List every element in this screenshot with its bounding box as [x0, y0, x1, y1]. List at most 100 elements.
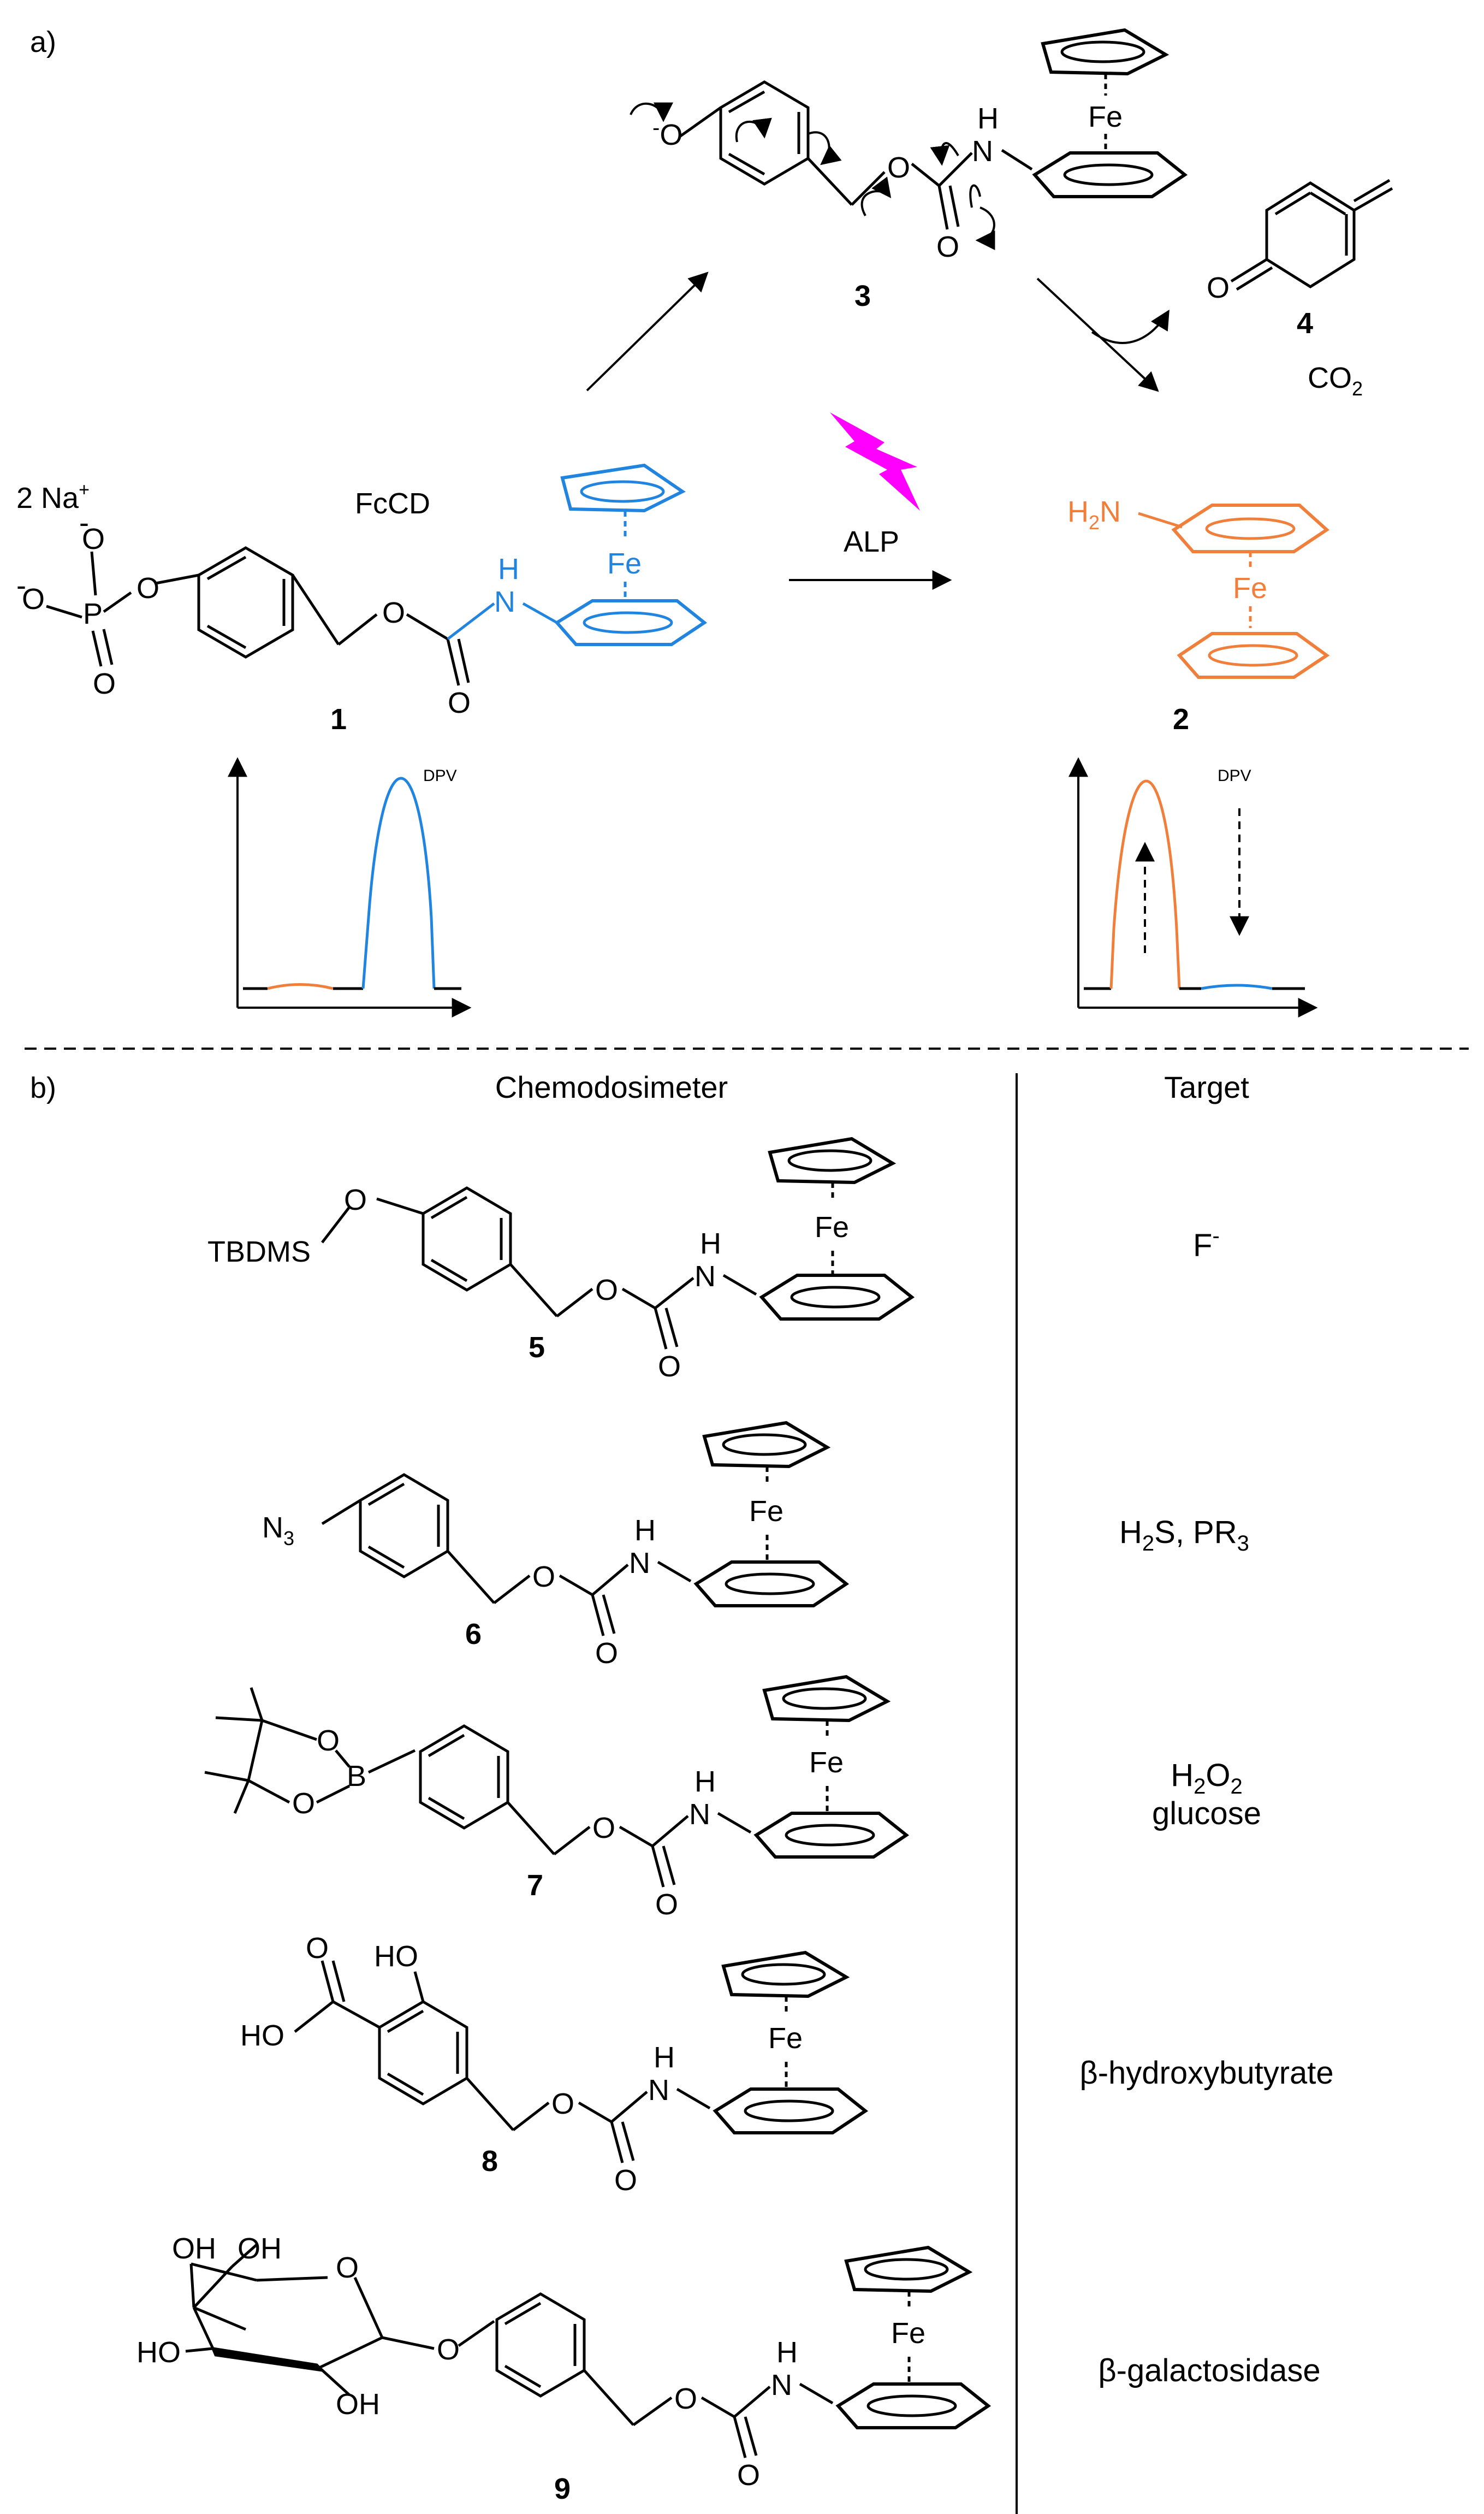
c5-tbdms: TBDMS: [207, 1235, 311, 1268]
c1-o-bottom: O: [93, 667, 116, 700]
c7-fe: Fe: [809, 1746, 844, 1779]
c8-o-carbamate: O: [551, 2087, 574, 2120]
compound-9: [185, 2244, 834, 2458]
dpv-plot-right: [1069, 757, 1318, 1018]
c1-o-top: O: [82, 523, 105, 555]
c7-b: B: [347, 1760, 366, 1793]
c9-oh-1: OH: [172, 2232, 216, 2265]
compound-number-7: 7: [527, 1869, 543, 1902]
compound-number-4: 4: [1297, 307, 1313, 340]
c7-o-bottom: O: [292, 1787, 315, 1820]
ferrocene-c1: [554, 463, 708, 646]
c8-fe: Fe: [768, 2022, 803, 2055]
target-7-line1: H2O2: [1171, 1758, 1243, 1799]
compound-8: [294, 1960, 711, 2163]
lightning-icon: [830, 412, 920, 511]
compound-1: [46, 546, 558, 686]
c3-fe: Fe: [1088, 100, 1123, 133]
compound-number-2: 2: [1173, 703, 1189, 736]
c5-o-carbamate: O: [595, 1274, 618, 1306]
ferrocene-c6: [693, 1421, 850, 1607]
c1-p: P: [83, 598, 103, 630]
enzyme-label: ALP: [844, 525, 899, 558]
c8-o-carbonyl: O: [614, 2164, 637, 2197]
c1-o-carbamate: O: [382, 596, 405, 629]
probe-name: FcCD: [355, 487, 430, 520]
c9-o-carbonyl: O: [737, 2459, 760, 2492]
c7-o-carbamate: O: [592, 1812, 615, 1844]
c4-o: O: [1207, 271, 1230, 304]
ferrocene-c7: [753, 1675, 910, 1859]
arrow-release-4: [1091, 309, 1170, 344]
c9-o-carbamate: O: [674, 2382, 697, 2415]
compound-5: [321, 1186, 757, 1350]
c8-n: N: [648, 2074, 669, 2107]
compound-number-6: 6: [465, 1618, 482, 1651]
c9-h: H: [776, 2336, 798, 2369]
compound-number-3: 3: [854, 280, 871, 312]
compound-number-9: 9: [554, 2472, 571, 2505]
compound-7: [204, 1687, 752, 1888]
c2-amine: H2N: [1067, 495, 1121, 534]
compound-number-1: 1: [330, 703, 347, 736]
compound-number-8: 8: [482, 2145, 498, 2178]
c1-o-left-charge: -: [16, 569, 26, 602]
c9-oh-3: OH: [336, 2388, 380, 2421]
c6-h: H: [634, 1514, 656, 1547]
target-5: F-: [1193, 1224, 1220, 1263]
c3-h: H: [977, 102, 999, 135]
target-7-line2: glucose: [1152, 1796, 1261, 1831]
dpv-label-left: DPV: [423, 767, 457, 785]
target-8: β-hydroxybutyrate: [1079, 2055, 1333, 2091]
compound-3: [630, 80, 1033, 250]
c7-h: H: [694, 1765, 716, 1798]
panel-label-b: b): [30, 1072, 56, 1104]
ferrocene-c3: [1032, 28, 1188, 198]
compound-6: [321, 1473, 692, 1636]
ferrocene-c5: [759, 1137, 915, 1321]
c3-o-minus: -O: [652, 116, 682, 151]
c6-n: N: [629, 1547, 650, 1580]
c3-o-carbamate: O: [887, 151, 910, 184]
c6-fe: Fe: [749, 1495, 783, 1528]
compound-4: [1230, 179, 1393, 291]
byproduct-co2: CO2: [1308, 362, 1363, 400]
c5-h: H: [700, 1227, 721, 1260]
dpv-plot-left: [228, 757, 472, 1018]
c3-o-carbonyl: O: [936, 230, 959, 263]
c1-n: N: [494, 585, 515, 618]
c1-o-top-charge: -: [79, 506, 89, 539]
c9-ho: HO: [136, 2336, 181, 2369]
c1-o-ether: O: [136, 572, 159, 605]
c9-n: N: [771, 2369, 792, 2401]
c8-ho-top: HO: [374, 1940, 418, 1973]
ferrocene-c2: [1138, 504, 1330, 679]
c8-h: H: [654, 2041, 675, 2074]
c1-o-left: O: [22, 583, 45, 616]
target-6: H2S, PR3: [1119, 1515, 1249, 1555]
c5-n: N: [694, 1260, 716, 1293]
c3-n: N: [972, 135, 993, 168]
c8-ho-acid: HO: [240, 2019, 284, 2052]
counter-ion: 2 Na+: [16, 480, 90, 514]
c1-h: H: [498, 553, 519, 585]
c7-o-carbonyl: O: [655, 1888, 678, 1921]
dpv-label-right: DPV: [1218, 767, 1251, 785]
c6-azide: N3: [262, 1511, 294, 1549]
c9-o-glycosidic: O: [437, 2333, 460, 2366]
c6-o-carbonyl: O: [595, 1637, 618, 1670]
c5-o-carbonyl: O: [658, 1350, 681, 1383]
c9-oh-2: OH: [238, 2232, 282, 2265]
c9-fe: Fe: [891, 2317, 925, 2350]
target-9: β-galactosidase: [1098, 2353, 1320, 2388]
c9-ring-o: O: [336, 2251, 359, 2284]
c7-o-top: O: [317, 1724, 340, 1757]
c7-n: N: [689, 1798, 710, 1831]
c6-o-carbamate: O: [532, 1560, 555, 1593]
c2-fe: Fe: [1233, 572, 1267, 605]
c5-o: O: [344, 1184, 367, 1216]
c5-fe: Fe: [815, 1211, 849, 1244]
c1-fe: Fe: [607, 547, 642, 580]
ferrocene-c9: [835, 2245, 992, 2429]
